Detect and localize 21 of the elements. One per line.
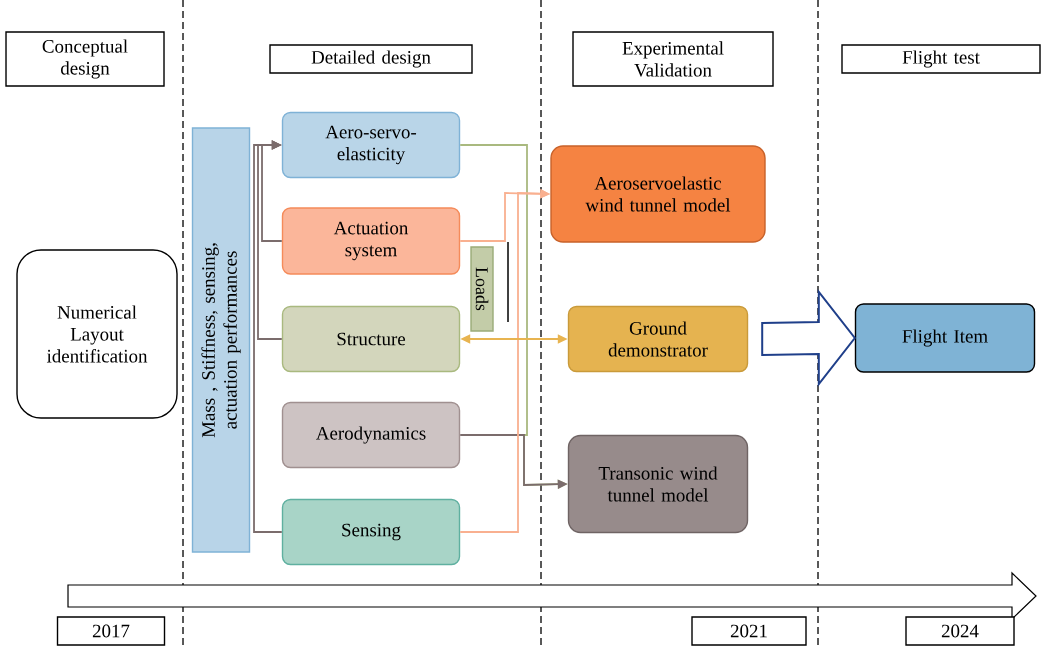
arrow: [253, 140, 283, 533]
header-box: Conceptual design: [5, 31, 165, 87]
block-arrow: [761, 289, 857, 387]
process-box: Numerical Layout identification: [16, 249, 178, 419]
header-box: 2024: [905, 616, 1015, 646]
process-box: Aero-servo-elasticity: [281, 111, 461, 179]
process-box: Aeroservoelastic wind tunnel model: [550, 145, 766, 243]
process-box: Flight Item: [854, 303, 1036, 373]
process-box: Ground demonstrator: [567, 305, 749, 373]
vertical-band: Mass , Stiffness, sensing, actuation performances: [191, 127, 251, 553]
process-box: Structure: [281, 305, 461, 373]
process-box: Aerodynamics: [281, 401, 461, 469]
header-box: Flight test: [841, 44, 1041, 74]
header-box: Experimental Validation: [572, 31, 774, 87]
header-box: Detailed design: [269, 44, 473, 74]
process-box: Transonic wind tunnel model: [567, 434, 749, 534]
tag-box: Loads: [470, 246, 494, 332]
process-box: Actuation system: [281, 207, 461, 275]
header-box: 2017: [56, 616, 166, 646]
process-box: Sensing: [281, 498, 461, 566]
header-box: 2021: [691, 616, 807, 646]
